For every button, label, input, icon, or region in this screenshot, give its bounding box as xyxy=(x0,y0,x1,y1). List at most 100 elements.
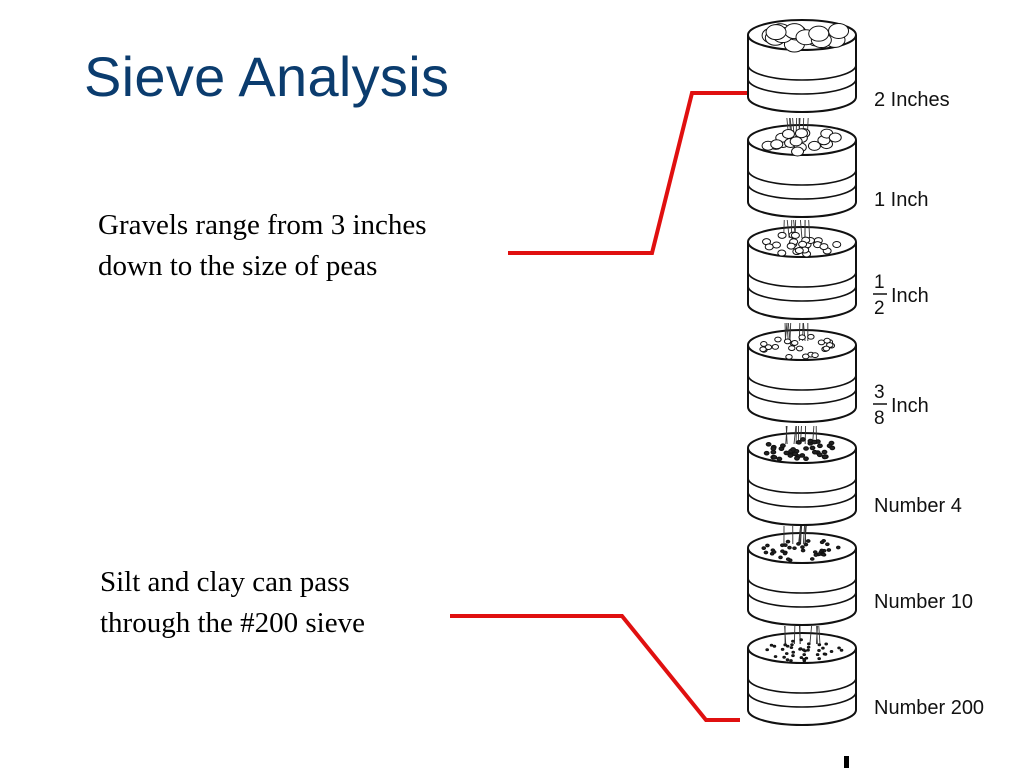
sieve-label: 1 Inch xyxy=(874,189,928,211)
retained-grain xyxy=(807,642,811,646)
retained-grain xyxy=(783,643,787,647)
retained-grain xyxy=(789,646,794,650)
silt-note: Silt and clay can pass through the #200 … xyxy=(100,562,365,644)
sieve-rim-band xyxy=(747,388,857,405)
retained-grain xyxy=(794,456,800,461)
retained-grain xyxy=(763,450,770,456)
sieve-6 xyxy=(747,525,857,626)
retained-grain xyxy=(761,546,767,550)
falling-grain-streak xyxy=(808,219,811,239)
sieve-rim-band xyxy=(747,64,857,81)
retained-grain xyxy=(795,345,804,352)
retained-grain xyxy=(801,648,806,652)
retained-grain xyxy=(817,643,822,647)
retained-grain xyxy=(798,647,803,651)
retained-grain xyxy=(790,231,800,239)
fraction-numerator: 1 xyxy=(874,272,885,293)
retained-grain xyxy=(802,353,810,360)
retained-grain xyxy=(787,545,792,550)
retained-grain xyxy=(809,557,815,561)
sieve-rim-band xyxy=(747,691,857,708)
retained-grain xyxy=(812,550,818,554)
retained-grain xyxy=(821,646,825,650)
falling-grain-streak xyxy=(818,625,821,645)
retained-grain xyxy=(823,652,828,656)
gravel-note-line-2: down to the size of peas xyxy=(98,250,378,282)
sieve-label: 2 Inches xyxy=(874,89,950,111)
retained-grain xyxy=(771,343,780,350)
retained-grain xyxy=(774,336,782,343)
retained-grain xyxy=(808,25,830,42)
retained-grain xyxy=(787,453,794,458)
retained-grain xyxy=(791,650,796,654)
falling-grain-streak xyxy=(804,525,807,545)
retained-grain xyxy=(829,650,834,653)
base-fragment xyxy=(844,756,849,768)
falling-grain-streak xyxy=(787,322,791,342)
retained-grain xyxy=(780,543,785,548)
retained-grain xyxy=(791,340,799,346)
retained-grain xyxy=(800,545,805,550)
retained-grain xyxy=(811,352,819,359)
fraction-unit: Inch xyxy=(891,285,929,307)
retained-grain xyxy=(780,443,786,448)
retained-grain xyxy=(806,648,810,652)
sieve-label: Number 4 xyxy=(874,495,962,517)
falling-grain-streak xyxy=(793,425,797,445)
sieve-rim-band xyxy=(747,491,857,508)
sieve-rim-band xyxy=(747,591,857,608)
retained-grain xyxy=(825,542,830,547)
retained-grain xyxy=(790,447,797,452)
fraction-unit: Inch xyxy=(891,395,929,417)
retained-grain xyxy=(778,555,783,560)
falling-grain-streak xyxy=(798,525,801,545)
falling-grain-streak xyxy=(809,625,813,645)
retained-grain xyxy=(790,643,794,647)
sieve-rim-band xyxy=(747,374,857,391)
retained-grain xyxy=(804,656,809,660)
retained-grain xyxy=(786,242,796,250)
page-title: Sieve Analysis xyxy=(84,45,450,108)
sieve-rim-band xyxy=(747,577,857,594)
retained-grain xyxy=(821,552,826,557)
fraction-denominator: 8 xyxy=(874,408,885,429)
retained-grain xyxy=(816,452,823,458)
retained-grain xyxy=(800,437,806,442)
retained-grain xyxy=(821,454,828,460)
retained-grain xyxy=(782,551,788,556)
retained-grain xyxy=(777,249,787,257)
retained-grain xyxy=(785,557,791,562)
fraction-denominator: 2 xyxy=(874,298,885,319)
retained-grain xyxy=(771,455,778,460)
retained-grain xyxy=(817,657,821,661)
retained-grain xyxy=(807,140,821,151)
retained-grain xyxy=(829,445,836,451)
retained-grain xyxy=(765,24,787,41)
retained-grain xyxy=(819,243,829,251)
retained-grain xyxy=(771,550,777,554)
retained-grain xyxy=(798,334,806,341)
retained-grain xyxy=(828,22,850,39)
retained-grain xyxy=(803,456,809,461)
sieve-7 xyxy=(747,625,857,726)
retained-grain xyxy=(817,443,823,449)
retained-grain xyxy=(811,449,818,455)
retained-grain xyxy=(837,646,841,650)
retained-grain xyxy=(785,539,791,544)
retained-grain xyxy=(817,649,821,653)
retained-grain xyxy=(794,247,804,255)
retained-grain xyxy=(759,346,767,353)
sieve-rim-band xyxy=(747,183,857,200)
silt-leader-line xyxy=(450,614,740,722)
retained-grain xyxy=(765,442,772,447)
falling-grain-streak xyxy=(785,425,788,445)
sieve-label: Number 200 xyxy=(874,697,984,719)
falling-grain-streak xyxy=(802,525,805,545)
retained-grain xyxy=(769,643,774,647)
retained-grain xyxy=(826,548,832,552)
retained-grain xyxy=(828,132,842,143)
retained-grain xyxy=(776,456,783,462)
retained-grain xyxy=(791,146,805,157)
gravel-note: Gravels range from 3 inches down to the … xyxy=(98,205,427,287)
